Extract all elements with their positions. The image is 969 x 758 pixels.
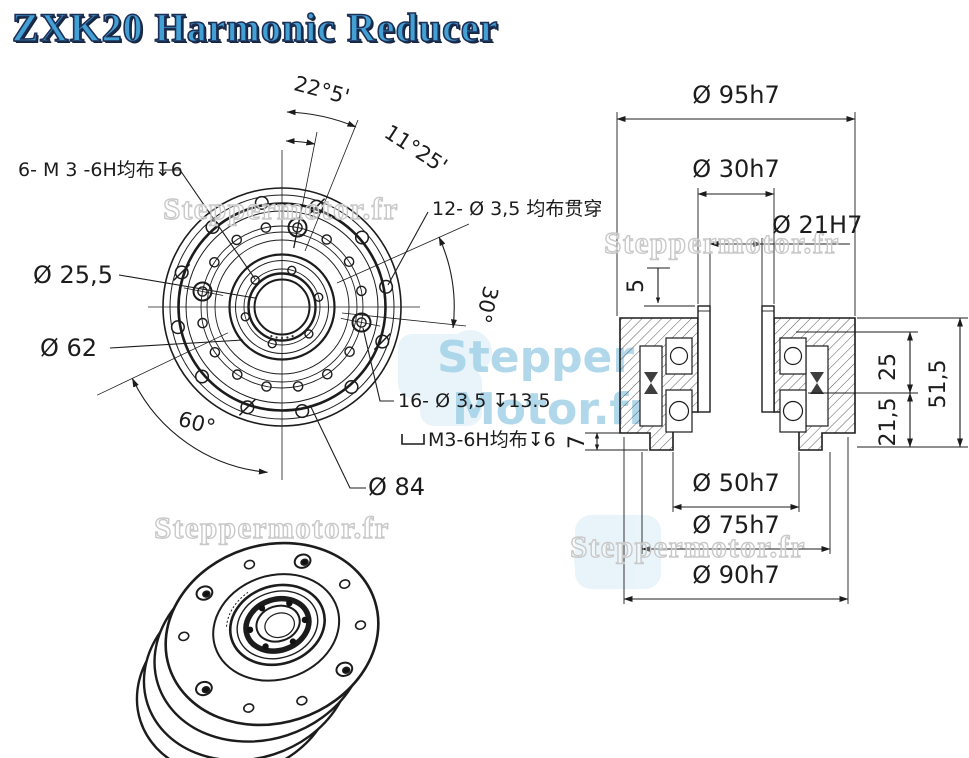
bolt-ring-6-holes xyxy=(240,265,324,349)
section-dimension-lines xyxy=(594,116,963,602)
watermark-stepper: Stepper xyxy=(437,332,634,383)
watermark-gray-2: Steppermotor.fr xyxy=(604,225,840,260)
dim-angle-11: 11°25' xyxy=(380,120,452,178)
dim-h5: 5 xyxy=(624,279,649,293)
section-view-labels: Ø 95h7 Ø 30h7 Ø 21H7 Ø 50h7 Ø 75h7 Ø 90h… xyxy=(565,81,951,589)
iso-bolt-holes xyxy=(178,553,367,713)
iso-bearing-balls xyxy=(246,600,309,650)
dim-d75: Ø 75h7 xyxy=(692,511,780,539)
dim-angle-22: 22°5' xyxy=(291,71,352,109)
label-d84: Ø 84 xyxy=(368,473,425,501)
front-view-angle-dims xyxy=(131,109,457,475)
label-16-holes: 16- Ø 3,5 ↧13.5 xyxy=(398,390,551,412)
dim-angle-60: 60° xyxy=(176,407,218,440)
dim-d95: Ø 95h7 xyxy=(692,81,780,109)
dim-h25: 25 xyxy=(876,353,901,381)
watermark-center-gear xyxy=(398,330,661,589)
dim-d90: Ø 90h7 xyxy=(692,561,780,589)
dim-h7: 7 xyxy=(565,435,590,449)
dim-d30: Ø 30h7 xyxy=(692,155,780,183)
section-view xyxy=(585,112,968,604)
section-right-sleeve xyxy=(761,305,775,413)
dim-h51-5: 51,5 xyxy=(926,360,951,409)
section-internals xyxy=(639,337,829,433)
watermark-gray-3: Steppermotor.fr xyxy=(154,510,390,545)
dim-d50: Ø 50h7 xyxy=(692,469,780,497)
label-d25-5: Ø 25,5 xyxy=(33,261,113,289)
front-view-labels: 22°5' 11°25' 30° 60° 6- M 3 -6H均布↧6 12- … xyxy=(18,71,602,501)
watermark-gray-1: Steppermotor.fr xyxy=(163,191,399,226)
counterbore-icon xyxy=(401,434,425,445)
dim-h21-5: 21,5 xyxy=(876,398,901,447)
dim-d21: Ø 21H7 xyxy=(772,211,862,239)
front-view-circles xyxy=(162,187,402,427)
page-title: ZXK20 Harmonic Reducer xyxy=(11,4,499,51)
watermark-motor-fr: Motor.fr xyxy=(452,384,651,435)
front-view-leaders xyxy=(109,169,429,489)
watermarks-gray: Steppermotor.fr Steppermotor.fr Stepperm… xyxy=(153,190,840,564)
engraved-marking xyxy=(270,335,294,340)
label-m3-holes: 6- M 3 -6H均布↧6 xyxy=(18,159,183,181)
front-view xyxy=(96,109,470,489)
label-m3-counterbore: M3-6H均布↧6 xyxy=(428,429,556,451)
label-12-holes: 12- Ø 3,5 均布贯穿 xyxy=(432,198,602,220)
dim-angle-30: 30° xyxy=(471,284,503,326)
section-left-sleeve xyxy=(697,305,711,413)
iso-view xyxy=(135,541,380,758)
watermark-gray-4: Steppermotor.fr xyxy=(570,529,806,564)
label-d62: Ø 62 xyxy=(40,334,97,362)
